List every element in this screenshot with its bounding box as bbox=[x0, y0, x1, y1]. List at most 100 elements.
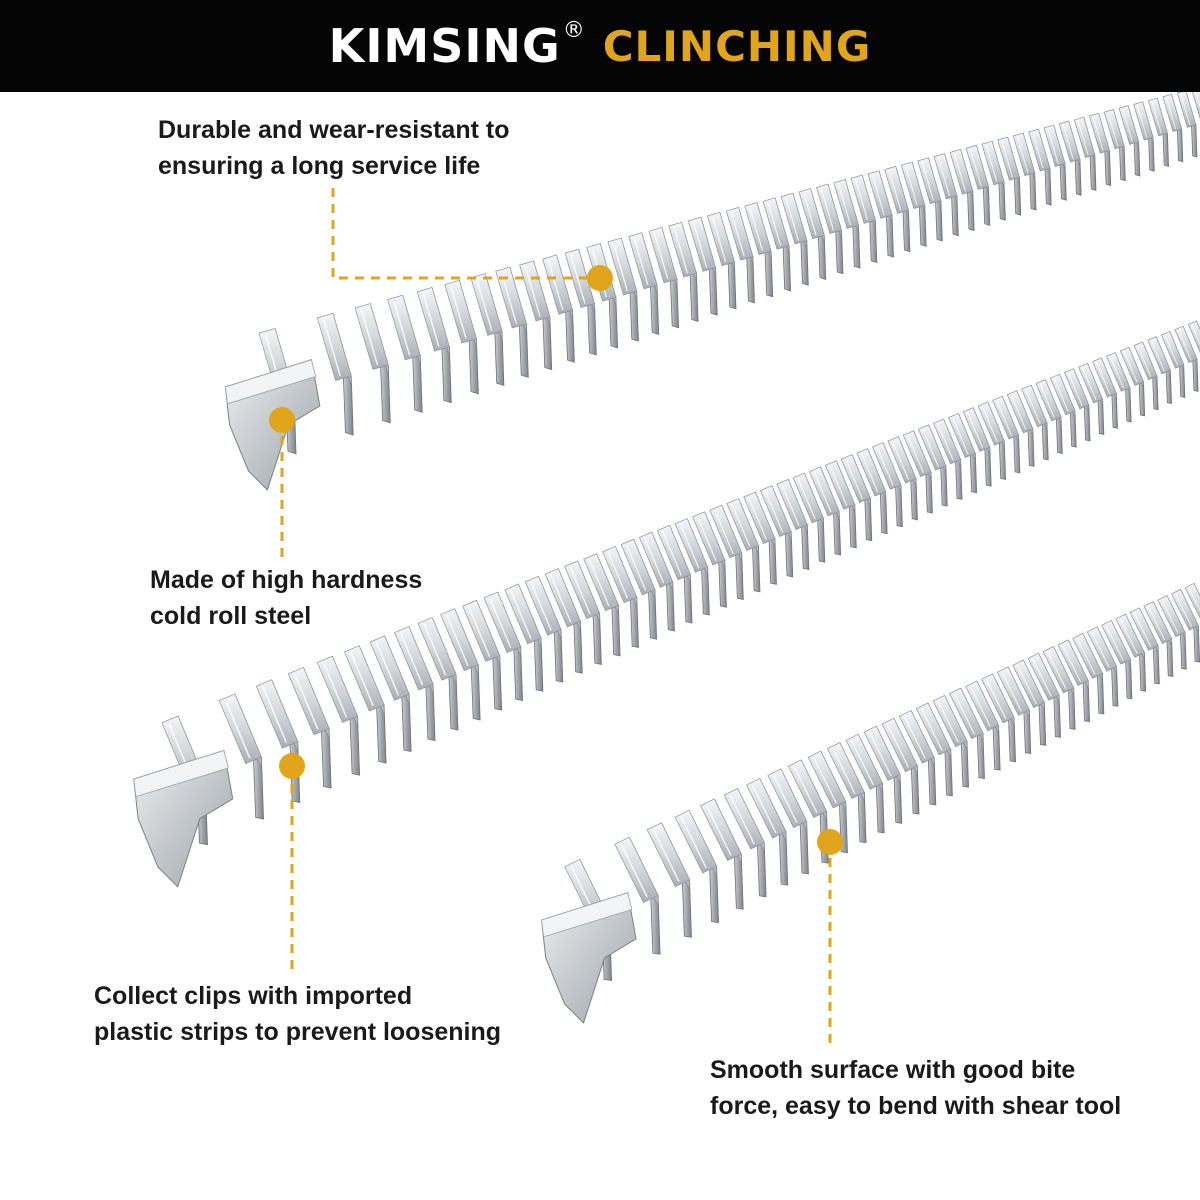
clip-segment bbox=[1035, 379, 1063, 455]
clip-segment bbox=[981, 140, 1006, 221]
clip-segment bbox=[1162, 93, 1184, 163]
callout-hardness: Made of high hardness cold roll steel bbox=[150, 566, 423, 630]
clip-segment bbox=[1147, 336, 1172, 405]
clip-segment bbox=[583, 553, 621, 657]
clip-segment bbox=[1115, 613, 1147, 692]
clip-segment bbox=[977, 401, 1007, 480]
clip-segment bbox=[872, 442, 903, 528]
clip-segment bbox=[997, 136, 1022, 216]
clip-segment bbox=[416, 287, 452, 404]
clip-segment bbox=[607, 237, 639, 342]
clip-segment bbox=[807, 750, 848, 854]
clip-segment bbox=[1057, 639, 1091, 723]
clip-segment bbox=[962, 407, 992, 487]
clip-segment bbox=[881, 717, 920, 815]
clip-segment bbox=[394, 626, 436, 742]
clip-segment bbox=[898, 710, 937, 806]
clip-segment bbox=[949, 148, 975, 232]
clip-segment bbox=[344, 645, 387, 764]
clip-segment bbox=[674, 518, 710, 616]
clip-segment bbox=[1086, 626, 1119, 707]
clip-segment bbox=[965, 680, 1001, 771]
clip-segment bbox=[470, 273, 505, 386]
clip-segment bbox=[767, 768, 809, 875]
clip-segment bbox=[1027, 652, 1061, 738]
clip-segment bbox=[542, 254, 575, 363]
clip-segment bbox=[316, 312, 354, 436]
clip-segment bbox=[824, 460, 857, 549]
clip-segment bbox=[287, 666, 332, 789]
clip-segment bbox=[387, 294, 423, 413]
clip-segment bbox=[1176, 90, 1198, 158]
clip-segment bbox=[996, 666, 1032, 754]
clip-segment bbox=[992, 395, 1021, 474]
clip-segment bbox=[638, 531, 675, 632]
clip-segment bbox=[1021, 384, 1049, 461]
clip-segment bbox=[707, 211, 737, 310]
clip-segment bbox=[1072, 632, 1105, 715]
clip-segment bbox=[462, 599, 503, 711]
clip-segment bbox=[1103, 109, 1126, 182]
clip-segment bbox=[1147, 97, 1170, 168]
callout-dot-smooth bbox=[817, 829, 843, 855]
clip-segment bbox=[564, 560, 602, 665]
clip-segment bbox=[692, 511, 727, 608]
clip-segment bbox=[863, 725, 903, 824]
clip-end-face bbox=[540, 892, 637, 1024]
clip-segment bbox=[1129, 607, 1160, 685]
clip-segment bbox=[900, 161, 927, 247]
clip-segment bbox=[1133, 341, 1159, 411]
clip-segment bbox=[483, 591, 523, 702]
clinch-strip-bottom bbox=[540, 582, 1200, 1024]
clip-segment bbox=[1006, 390, 1035, 467]
clip-segment bbox=[1043, 124, 1067, 201]
clip-segment bbox=[840, 454, 873, 542]
clip-segment bbox=[1160, 330, 1186, 398]
clip-segment bbox=[354, 303, 391, 424]
clip-segment bbox=[1157, 595, 1187, 670]
clip-segment bbox=[1174, 325, 1199, 392]
clip-segment bbox=[444, 279, 479, 395]
clip-segment bbox=[524, 575, 564, 683]
clip-segment bbox=[440, 608, 481, 721]
clip-segment bbox=[850, 174, 878, 264]
clip-segment bbox=[417, 616, 459, 731]
clip-segment bbox=[1049, 373, 1077, 448]
clip-segment bbox=[1187, 320, 1200, 353]
callout-plastic-strips: Collect clips with imported plastic stri… bbox=[94, 982, 502, 1046]
clip-segment bbox=[744, 202, 774, 298]
clip-segment bbox=[668, 221, 699, 322]
clip-segment bbox=[884, 165, 911, 253]
clip-segment bbox=[845, 733, 885, 834]
clip-segment bbox=[674, 809, 719, 924]
clip-segment bbox=[808, 466, 842, 556]
clip-segment bbox=[933, 418, 963, 500]
clip-segment bbox=[1078, 362, 1105, 436]
clip-segment bbox=[915, 702, 953, 797]
leader-line-durable bbox=[331, 188, 600, 280]
clip-segment bbox=[887, 436, 918, 521]
clip-segment bbox=[700, 798, 744, 910]
clip-segment bbox=[949, 687, 985, 780]
clip-segment bbox=[833, 179, 861, 269]
brand-name: KIMSING bbox=[328, 19, 561, 73]
callout-dot-plastic bbox=[279, 753, 305, 779]
clip-segment bbox=[1012, 132, 1037, 211]
callout-dot-hardness bbox=[269, 407, 295, 433]
clip-segment bbox=[1118, 105, 1141, 177]
clip-segment bbox=[856, 448, 888, 535]
clip-segment bbox=[1088, 112, 1112, 187]
clip-segment bbox=[798, 188, 827, 280]
clip-segment bbox=[218, 693, 264, 820]
clip-segment bbox=[648, 226, 680, 329]
clip-segment bbox=[826, 742, 867, 844]
clip-segment bbox=[867, 170, 894, 258]
clip-segment bbox=[746, 777, 789, 886]
clip-segment bbox=[602, 545, 639, 648]
registered-mark: ® bbox=[562, 17, 585, 43]
clip-segment bbox=[902, 430, 933, 514]
clip-segment bbox=[687, 216, 718, 316]
clip-segment bbox=[1042, 646, 1076, 730]
clip-segment bbox=[1012, 659, 1047, 746]
